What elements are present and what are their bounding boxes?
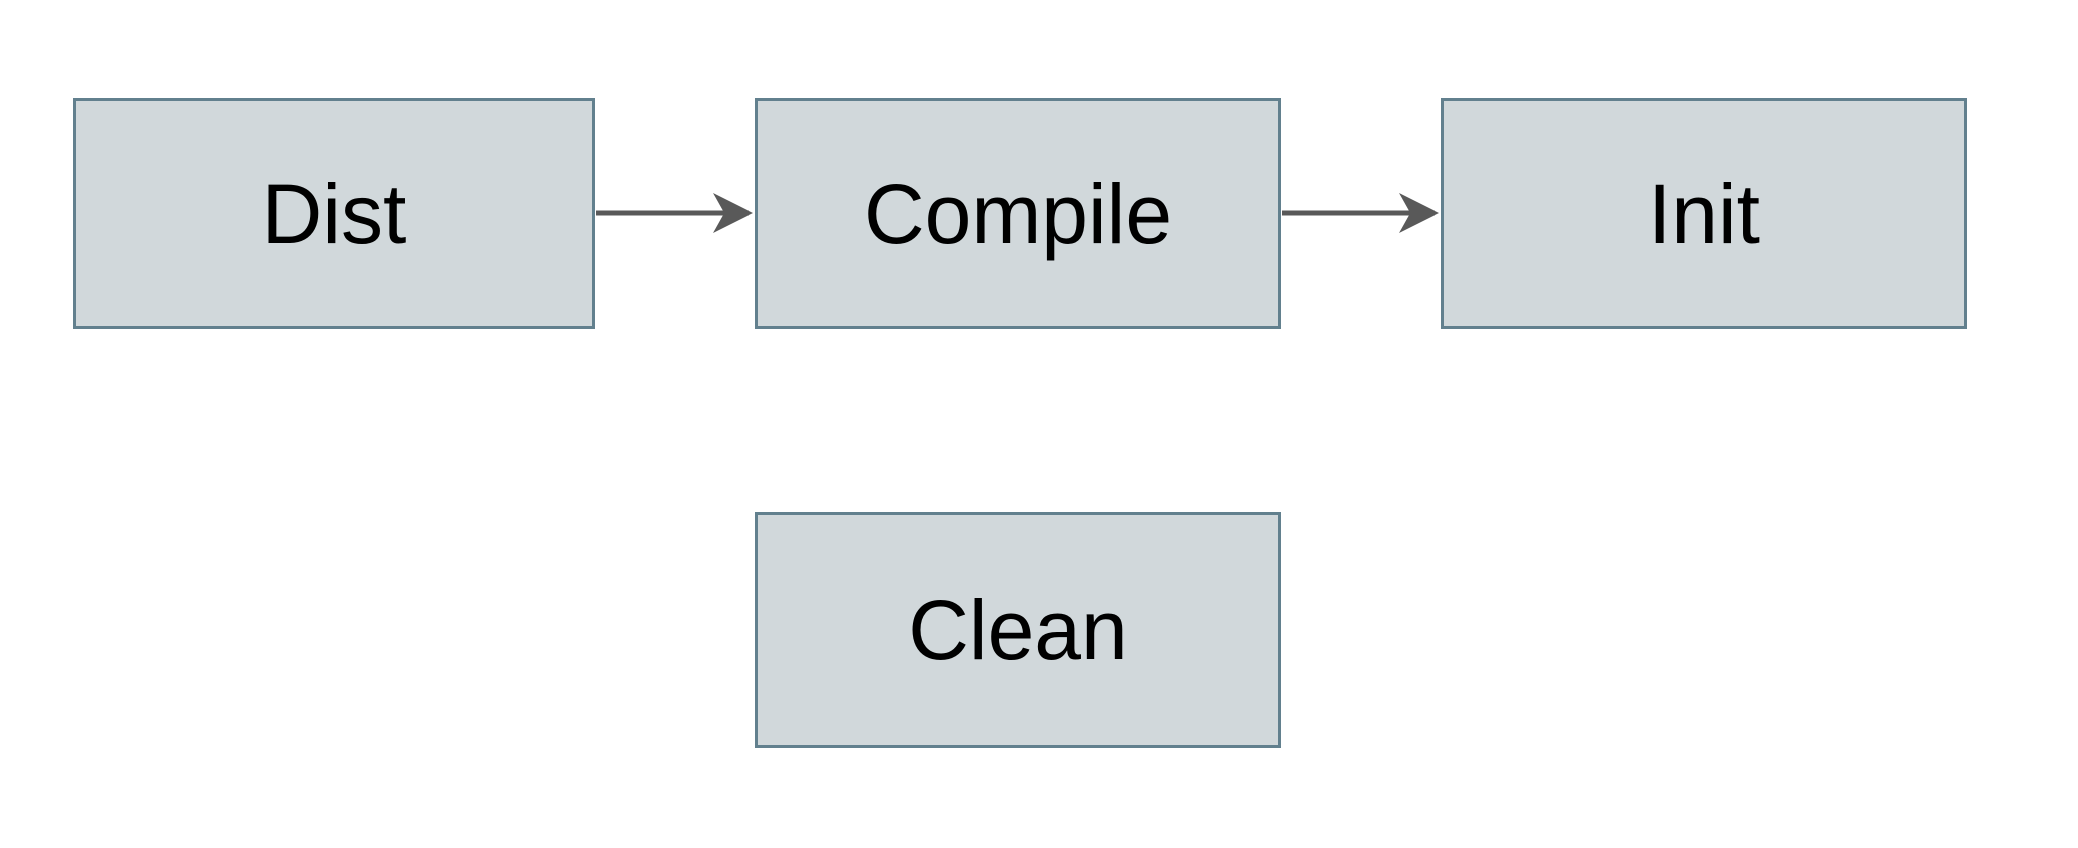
- node-clean: Clean: [755, 512, 1281, 748]
- node-compile: Compile: [755, 98, 1281, 329]
- node-clean-label: Clean: [908, 583, 1128, 677]
- node-dist: Dist: [73, 98, 595, 329]
- node-dist-label: Dist: [261, 166, 407, 261]
- node-compile-label: Compile: [863, 166, 1173, 261]
- node-init-label: Init: [1647, 166, 1761, 261]
- node-init: Init: [1441, 98, 1967, 329]
